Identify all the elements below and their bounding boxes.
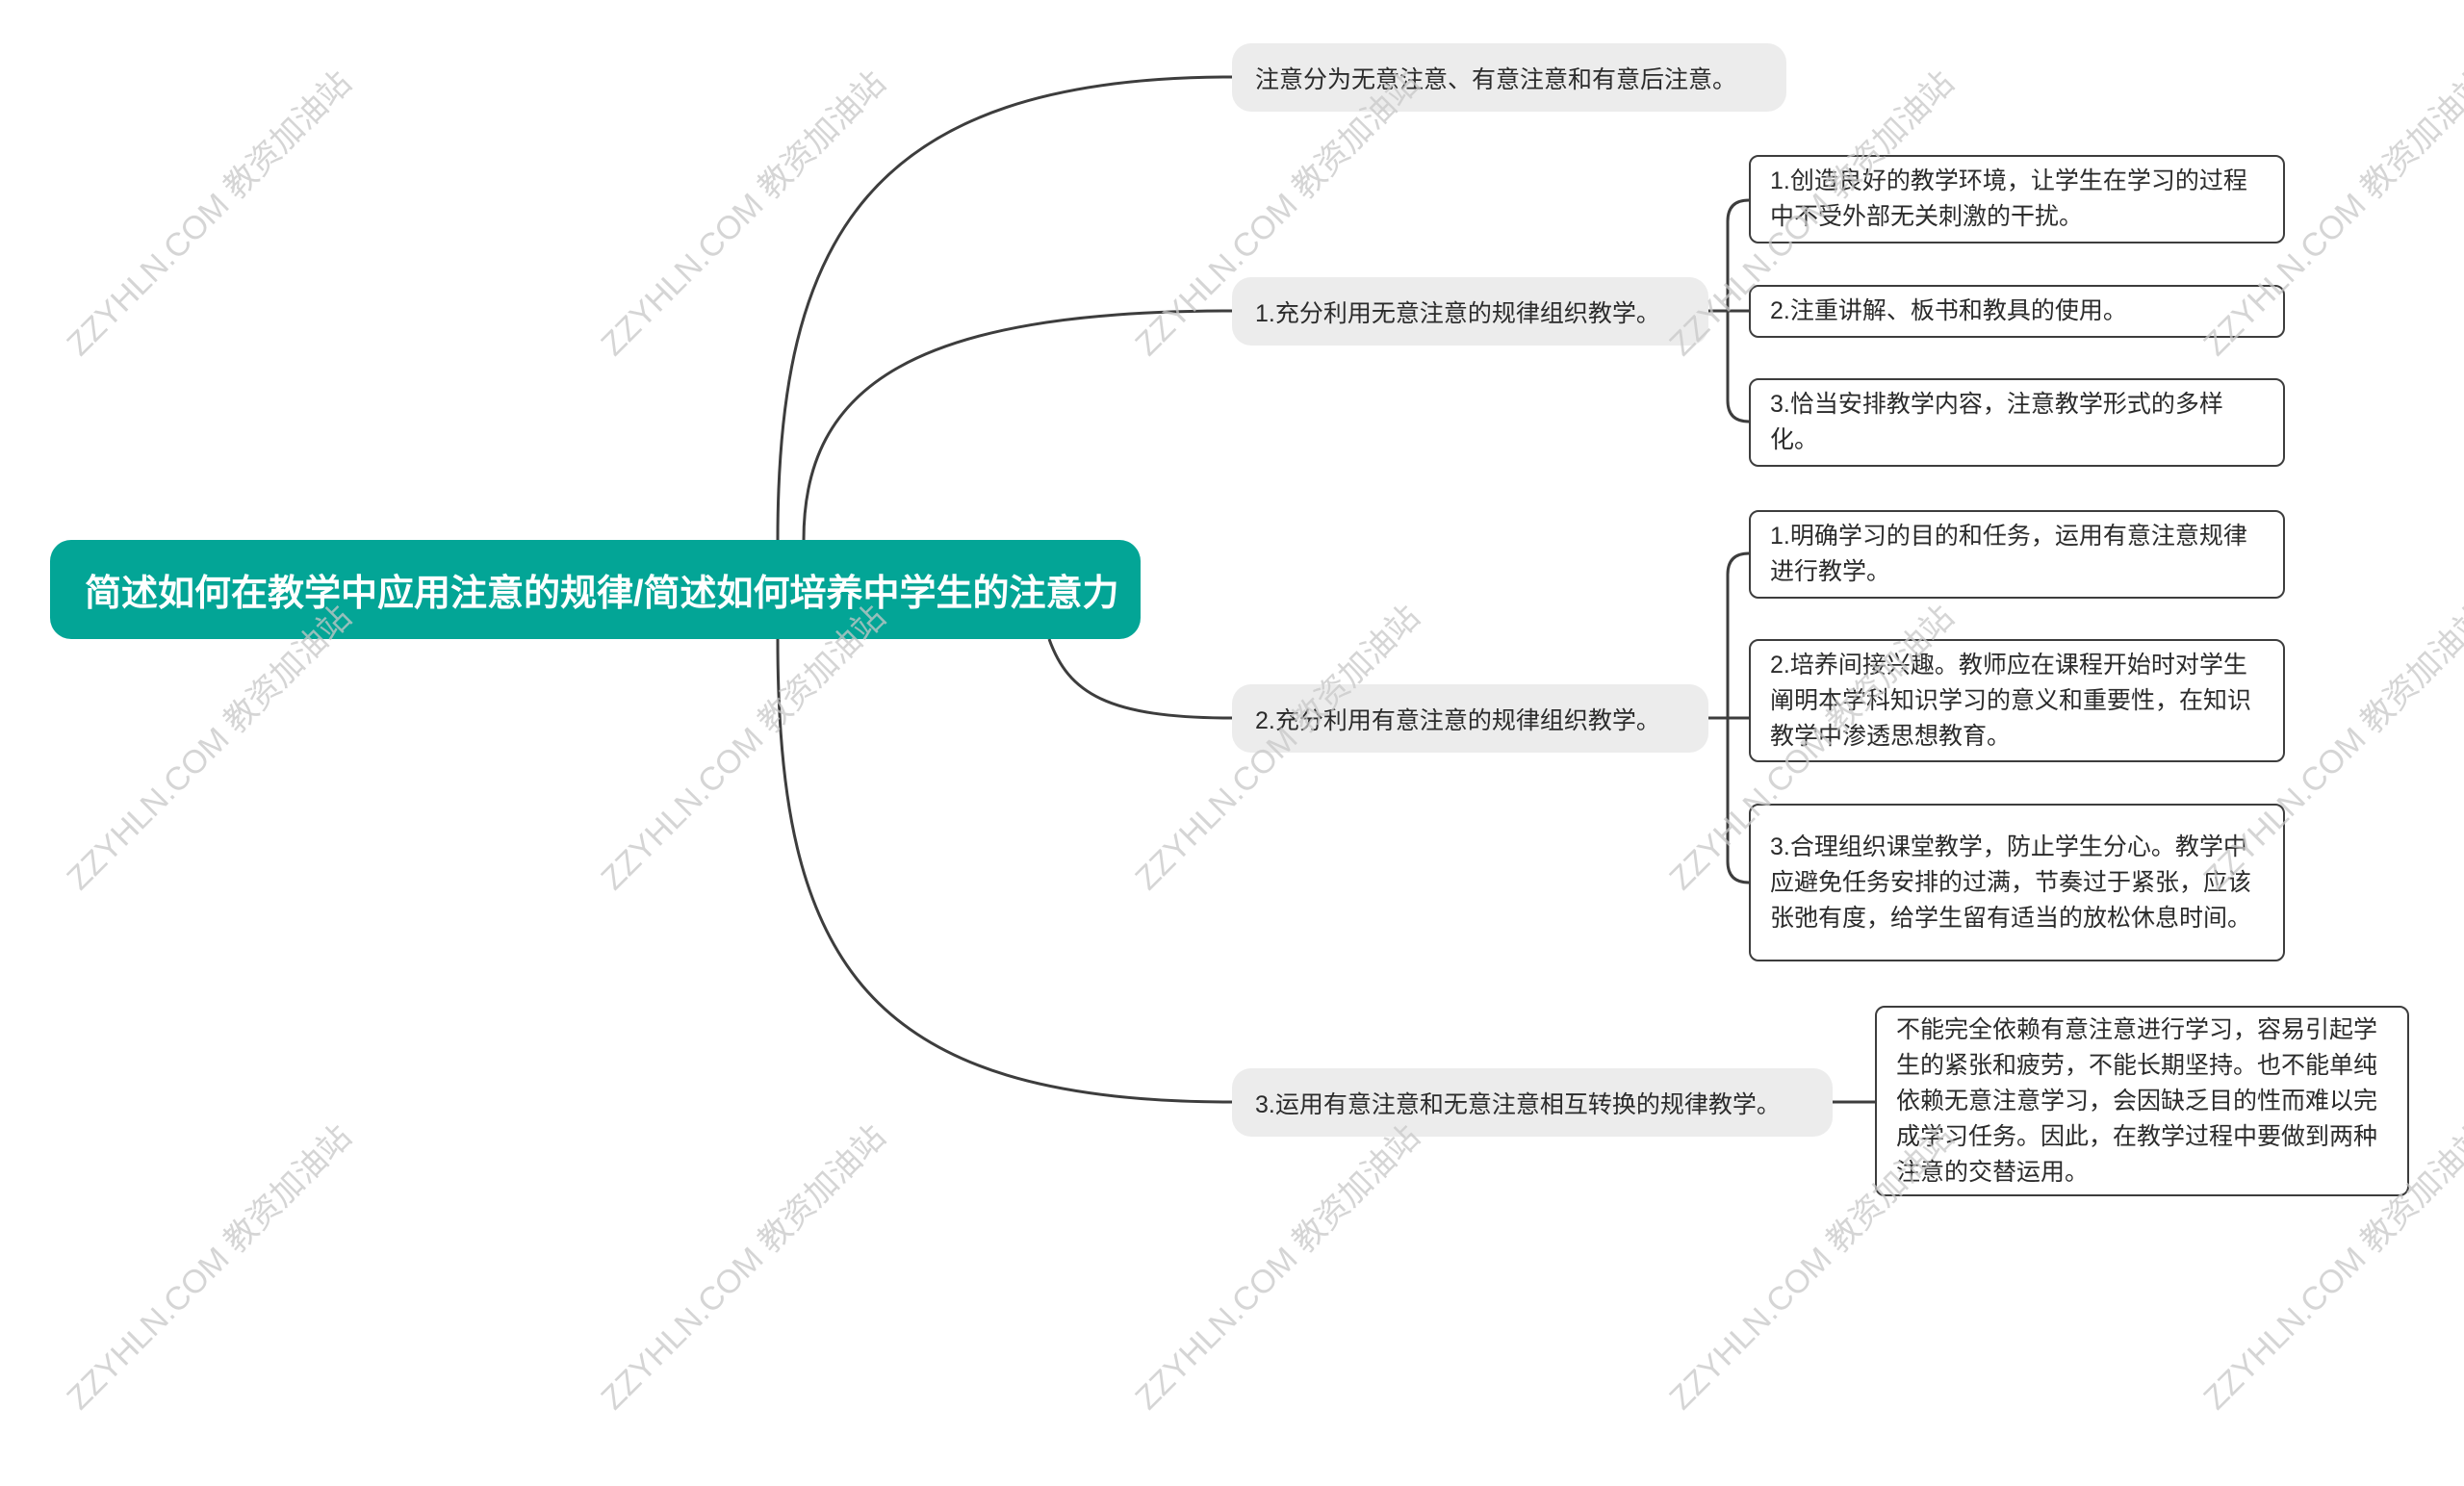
branch-topic-alternating-attention[interactable]: 3.运用有意注意和无意注意相互转换的规律教学。 <box>1232 1068 1833 1137</box>
leaf-text: 2.培养间接兴趣。教师应在课程开始时对学生阐明本学科知识学习的意义和重要性，在知… <box>1770 651 2252 750</box>
root-title: 简述如何在教学中应用注意的规律/简述如何培养中学生的注意力 <box>85 574 1119 614</box>
branch-label: 1.充分利用无意注意的规律组织教学。 <box>1255 299 1660 327</box>
leaf-text: 3.恰当安排教学内容，注意教学形式的多样化。 <box>1770 391 2223 453</box>
leaf-text: 不能完全依赖有意注意进行学习，容易引起学生的紧张和疲劳，不能长期坚持。也不能单纯… <box>1896 1015 2378 1186</box>
branch-label: 注意分为无意注意、有意注意和有意后注意。 <box>1255 65 1737 93</box>
leaf-text: 1.创造良好的教学环境，让学生在学习的过程中不受外部无关刺激的干扰。 <box>1770 167 2247 230</box>
leaf-item[interactable]: 1.明确学习的目的和任务，运用有意注意规律进行教学。 <box>1749 510 2285 599</box>
connector-branch-2-children <box>1708 551 1750 884</box>
leaf-item[interactable]: 2.培养间接兴趣。教师应在课程开始时对学生阐明本学科知识学习的意义和重要性，在知… <box>1749 639 2285 762</box>
branch-topic-voluntary-attention[interactable]: 2.充分利用有意注意的规律组织教学。 <box>1232 684 1708 753</box>
connector-root-branch-2 <box>1047 638 1233 720</box>
connector-lines <box>776 75 1875 1104</box>
leaf-text: 1.明确学习的目的和任务，运用有意注意规律进行教学。 <box>1770 523 2247 585</box>
branch-topic-attention-types[interactable]: 注意分为无意注意、有意注意和有意后注意。 <box>1232 43 1786 112</box>
leaf-item[interactable]: 2.注重讲解、板书和教具的使用。 <box>1749 285 2285 338</box>
branch-label: 2.充分利用有意注意的规律组织教学。 <box>1255 706 1660 734</box>
branch-label: 3.运用有意注意和无意注意相互转换的规律教学。 <box>1255 1090 1781 1118</box>
leaf-text: 3.合理组织课堂教学，防止学生分心。教学中应避免任务安排的过满，节奏过于紧张，应… <box>1770 833 2252 932</box>
leaf-text: 2.注重讲解、板书和教具的使用。 <box>1770 297 2127 324</box>
leaf-item[interactable]: 3.恰当安排教学内容，注意教学形式的多样化。 <box>1749 378 2285 467</box>
branch-topic-involuntary-attention[interactable]: 1.充分利用无意注意的规律组织教学。 <box>1232 277 1708 346</box>
connector-root-branch-1 <box>802 309 1233 541</box>
leaf-item[interactable]: 1.创造良好的教学环境，让学生在学习的过程中不受外部无关刺激的干扰。 <box>1749 155 2285 243</box>
connector-root-branch-3 <box>776 638 1233 1104</box>
leaf-item[interactable]: 3.合理组织课堂教学，防止学生分心。教学中应避免任务安排的过满，节奏过于紧张，应… <box>1749 804 2285 961</box>
leaf-item[interactable]: 不能完全依赖有意注意进行学习，容易引起学生的紧张和疲劳，不能长期坚持。也不能单纯… <box>1875 1006 2409 1196</box>
root-topic[interactable]: 简述如何在教学中应用注意的规律/简述如何培养中学生的注意力 <box>50 540 1141 639</box>
connector-branch-1-children <box>1708 198 1750 423</box>
connector-root-branch-0 <box>776 75 1233 541</box>
